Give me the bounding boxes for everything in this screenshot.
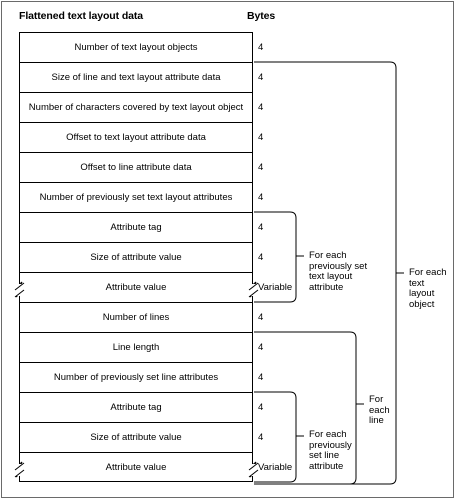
annotation-each-text-object: For each text layout object (409, 267, 447, 310)
bracket-each-text-attr (254, 211, 297, 303)
field-row: Number of previously set line attributes (19, 362, 253, 392)
field-row: Line length (19, 332, 253, 362)
field-label: Size of attribute value (90, 432, 182, 443)
byte-size: 4 (258, 312, 264, 323)
byte-size: 4 (258, 42, 264, 53)
field-label: Attribute tag (110, 402, 162, 413)
field-row: Number of text layout objects (19, 32, 253, 62)
byte-size: 4 (258, 222, 264, 233)
byte-size: 4 (258, 162, 264, 173)
field-label: Number of previously set line attributes (53, 372, 219, 383)
field-label: Attribute value (105, 282, 167, 293)
field-label: Number of text layout objects (74, 42, 198, 53)
field-label: Attribute tag (110, 222, 162, 233)
byte-size: 4 (258, 252, 264, 263)
byte-size-variable: Variable (258, 282, 293, 293)
header-flattened-data: Flattened text layout data (19, 10, 144, 22)
field-label: Number of lines (102, 312, 170, 323)
annotation-each-line: For each line (369, 394, 390, 426)
field-label: Attribute value (105, 461, 167, 473)
bracket-each-line-attr (254, 391, 297, 483)
field-row: Number of lines (19, 302, 253, 332)
field-label: Offset to line attribute data (80, 162, 192, 173)
byte-size-variable: Variable (258, 462, 293, 473)
field-label: Number of characters covered by text lay… (28, 102, 244, 113)
field-label: Size of attribute value (90, 252, 182, 263)
field-table: Number of text layout objects Size of li… (19, 32, 253, 482)
field-row: Attribute tag (19, 392, 253, 422)
bracket-each-line (254, 331, 357, 485)
annotation-each-text-attr: For each previously set text layout attr… (309, 250, 368, 293)
byte-size: 4 (258, 192, 264, 203)
byte-size: 4 (258, 132, 264, 143)
field-label: Line length (112, 342, 160, 353)
field-row: Attribute tag (19, 212, 253, 242)
byte-size: 4 (258, 402, 264, 413)
field-row: Size of line and text layout attribute d… (19, 62, 253, 92)
byte-size: 4 (258, 342, 264, 353)
field-row: Number of characters covered by text lay… (19, 92, 253, 122)
field-row: Number of previously set text layout att… (19, 182, 253, 212)
field-label: Size of line and text layout attribute d… (51, 72, 221, 83)
field-row: Offset to text layout attribute data (19, 122, 253, 152)
field-label: Offset to text layout attribute data (66, 132, 206, 143)
annotation-each-line-attr: For each previously set line attribute (309, 429, 352, 472)
field-row: Size of attribute value (19, 422, 253, 452)
field-row: Size of attribute value (19, 242, 253, 272)
header-bytes: Bytes (247, 10, 276, 22)
byte-size: 4 (258, 432, 264, 443)
byte-size: 4 (258, 372, 264, 383)
byte-size: 4 (258, 72, 264, 83)
field-label: Number of previously set text layout att… (39, 192, 233, 203)
byte-size: 4 (258, 102, 264, 113)
field-row: Offset to line attribute data (19, 152, 253, 182)
